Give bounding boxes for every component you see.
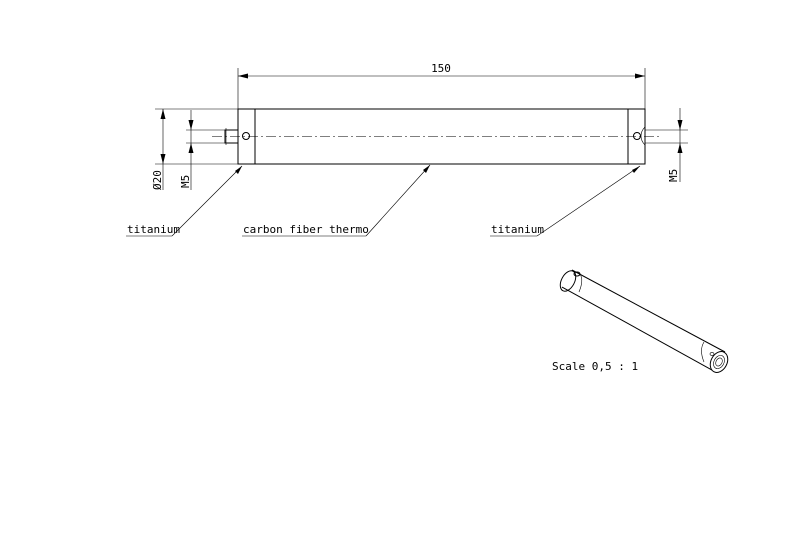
left-thread-dimension: M5 (179, 110, 225, 190)
leader-arrow-right-cap (632, 166, 640, 173)
rod-isometric-view (559, 269, 729, 373)
callout-tube-text: carbon fiber thermo (243, 223, 369, 236)
diameter-label: Ø20 (151, 170, 164, 190)
length-label: 150 (431, 62, 451, 75)
iso-front-end (709, 351, 729, 373)
right-m5-arrow-bottom (677, 143, 683, 153)
callout-right-cap: titanium (490, 165, 641, 237)
diameter-arrow-top (160, 109, 166, 119)
iso-back-end (559, 270, 577, 292)
left-m5-arrow-top (188, 120, 194, 130)
iso-front-bore-inner (715, 357, 723, 367)
leader-right-cap (536, 165, 641, 237)
callout-tube: carbon fiber thermo (242, 164, 431, 237)
right-cross-hole (633, 132, 641, 140)
diameter-arrow-bottom (160, 154, 166, 164)
arrow-right (635, 73, 645, 79)
iso-edge-bottom (561, 286, 713, 371)
callout-left-cap-text: titanium (127, 223, 180, 236)
left-cross-hole (242, 132, 250, 140)
rod-front-view (212, 108, 660, 165)
left-thread-label: M5 (179, 175, 192, 188)
diameter-dimension: Ø20 (151, 108, 238, 190)
callout-right-cap-text: titanium (491, 223, 544, 236)
iso-edge-top (571, 269, 726, 353)
leader-tube (365, 164, 431, 237)
leader-left-cap (171, 165, 243, 237)
right-thread-dimension: M5 (645, 108, 688, 182)
right-m5-arrow-top (677, 120, 683, 130)
right-thread-label: M5 (667, 169, 680, 182)
callout-left-cap: titanium (126, 165, 243, 237)
iso-front-cap-joint (701, 341, 705, 363)
scale-note: Scale 0,5 : 1 (552, 360, 638, 373)
iso-front-bore-outer (713, 355, 725, 369)
length-dimension: 150 (237, 62, 646, 109)
arrow-left (238, 73, 248, 79)
leader-arrow-tube (423, 165, 430, 173)
iso-back-cap-joint (578, 273, 583, 293)
iso-front-cross-hole (709, 352, 715, 356)
left-m5-arrow-bottom (188, 143, 194, 153)
right-thread-hole (640, 126, 646, 146)
leader-arrow-left-cap (235, 166, 242, 174)
